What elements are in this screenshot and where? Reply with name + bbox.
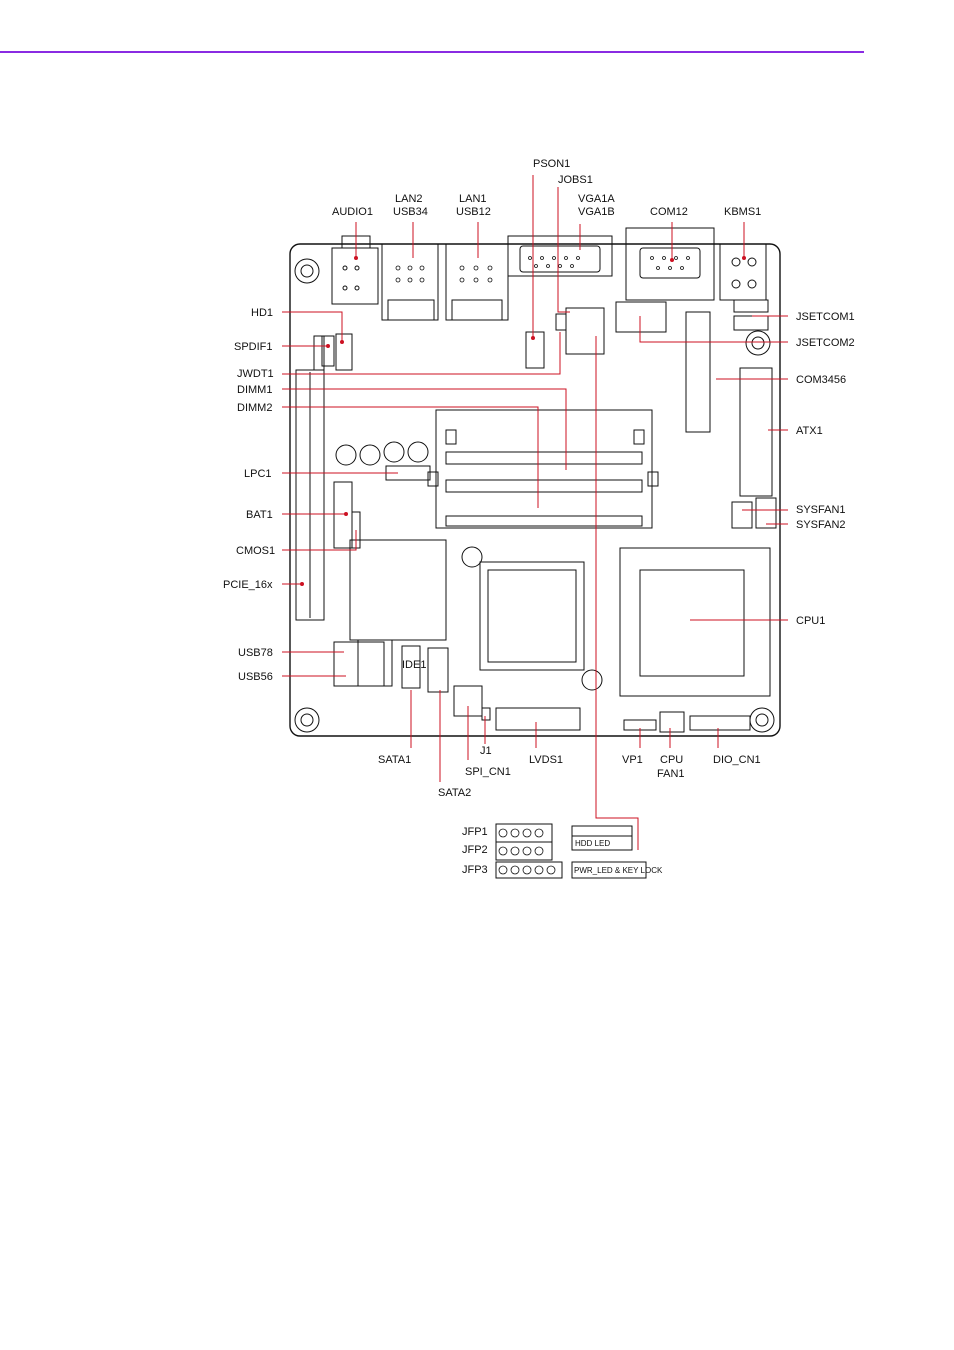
- label-usb34: USB34: [393, 206, 428, 218]
- label-com12: COM12: [650, 206, 688, 218]
- label-ide1: IDE1: [402, 659, 426, 671]
- label-sysfan2: SYSFAN2: [796, 519, 846, 531]
- label-pson1: PSON1: [533, 158, 570, 170]
- label-dimm1: DIMM1: [237, 384, 272, 396]
- label-cpu: CPU: [660, 754, 683, 766]
- components: [296, 300, 776, 732]
- label-vga1b: VGA1B: [578, 206, 615, 218]
- label-jfp2: JFP2: [462, 844, 488, 856]
- label-j1: J1: [480, 745, 492, 757]
- label-bat1: BAT1: [246, 509, 273, 521]
- label-vga1a: VGA1A: [578, 193, 615, 205]
- label-cpu1: CPU1: [796, 615, 825, 627]
- label-spdif1: SPDIF1: [234, 341, 273, 353]
- label-sata1: SATA1: [378, 754, 411, 766]
- label-audio1: AUDIO1: [332, 206, 373, 218]
- label-pwr-led-keylock: PWR_LED & KEY LOCK: [574, 866, 663, 875]
- label-jfp1: JFP1: [462, 826, 488, 838]
- label-usb78: USB78: [238, 647, 273, 659]
- label-jobs1: JOBS1: [558, 174, 593, 186]
- label-usb12: USB12: [456, 206, 491, 218]
- label-sata2: SATA2: [438, 787, 471, 799]
- label-dimm2: DIMM2: [237, 402, 272, 414]
- label-lpc1: LPC1: [244, 468, 272, 480]
- label-usb56: USB56: [238, 671, 273, 683]
- label-hd1: HD1: [251, 307, 273, 319]
- label-kbms1: KBMS1: [724, 206, 761, 218]
- label-com3456: COM3456: [796, 374, 846, 386]
- label-lan2: LAN2: [395, 193, 423, 205]
- leader-dots: [300, 256, 746, 586]
- label-sysfan1: SYSFAN1: [796, 504, 846, 516]
- header-rule: [0, 51, 864, 53]
- label-dio-cn1: DIO_CN1: [713, 754, 761, 766]
- label-jfp3: JFP3: [462, 864, 488, 876]
- label-lvds1: LVDS1: [529, 754, 563, 766]
- label-fan1: FAN1: [657, 768, 685, 780]
- label-jwdt1: JWDT1: [237, 368, 274, 380]
- label-jsetcom2: JSETCOM2: [796, 337, 855, 349]
- label-pcie16x: PCIE_16x: [223, 579, 273, 591]
- label-cmos1: CMOS1: [236, 545, 275, 557]
- label-spi-cn1: SPI_CN1: [465, 766, 511, 778]
- rear-io: [332, 228, 766, 320]
- label-hdd-led: HDD LED: [575, 839, 610, 848]
- label-atx1: ATX1: [796, 425, 823, 437]
- label-vp1: VP1: [622, 754, 643, 766]
- label-lan1: LAN1: [459, 193, 487, 205]
- label-jsetcom1: JSETCOM1: [796, 311, 855, 323]
